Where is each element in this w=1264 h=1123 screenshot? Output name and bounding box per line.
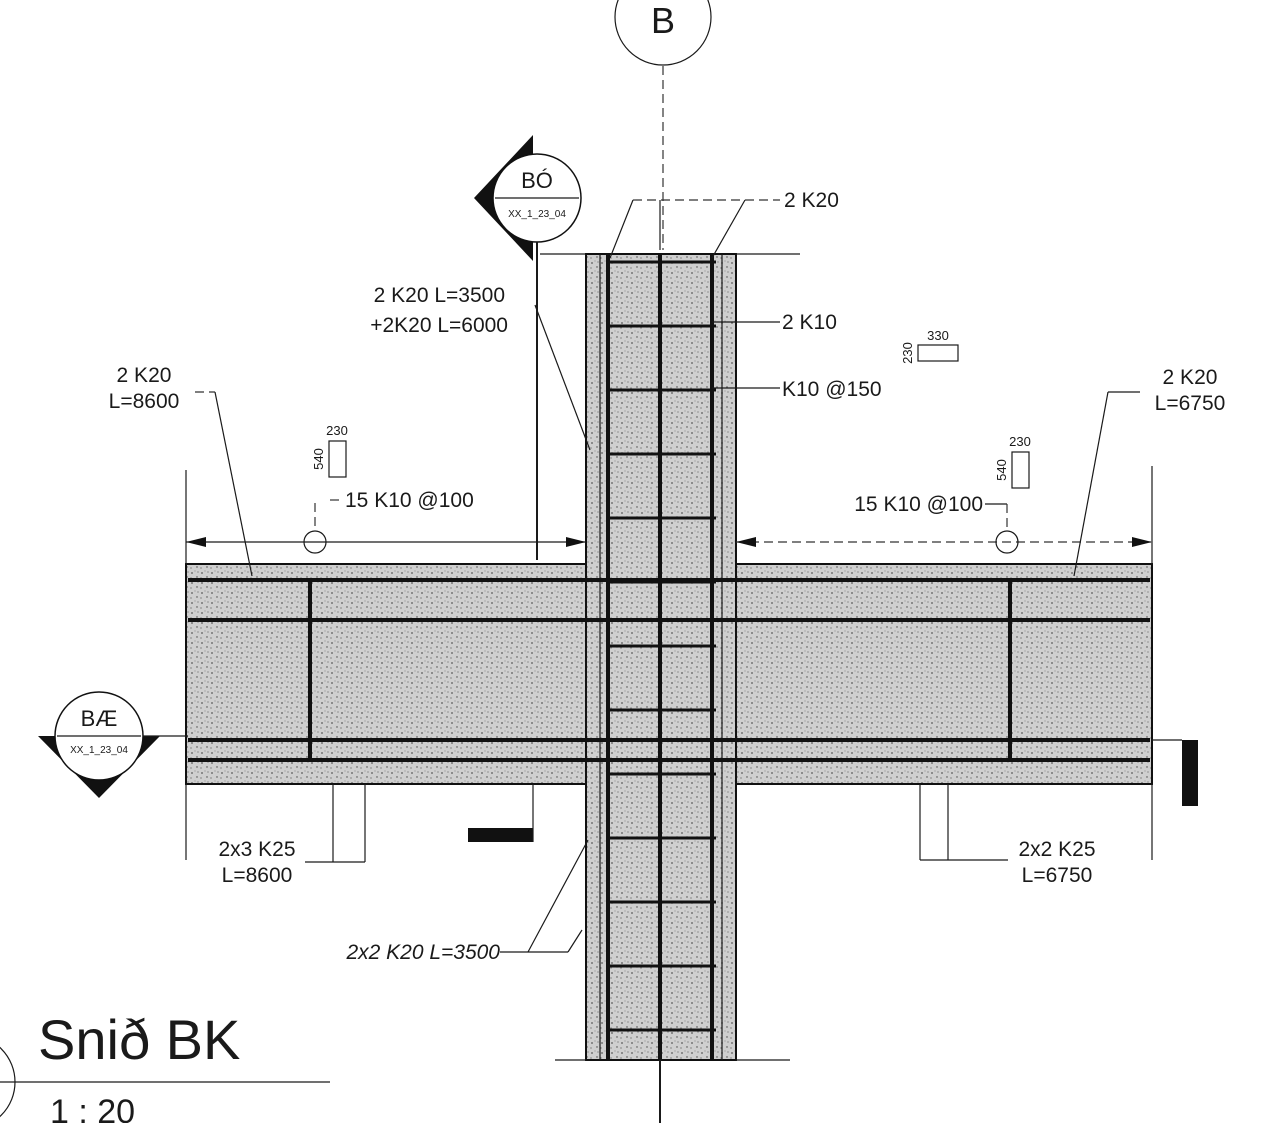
break-mark-right xyxy=(1182,740,1198,806)
concrete-section xyxy=(185,253,1153,1123)
label-right-top-a: 2 K20 xyxy=(1163,366,1218,389)
beam-reinforcement xyxy=(188,578,1150,762)
stirrup-left-w: 230 xyxy=(326,423,348,438)
label-right-bot-b: L=6750 xyxy=(1022,864,1093,887)
title-block: Snið BK 1 : 20 xyxy=(0,1008,330,1123)
label-left-stirrups: 15 K10 @100 xyxy=(345,489,474,512)
section-marker-left-ref: XX_1_23_04 xyxy=(70,745,128,756)
grid-marker-b: B xyxy=(614,0,712,250)
label-col-k10: 2 K10 xyxy=(782,311,837,334)
section-marker-top-ref: XX_1_23_04 xyxy=(508,209,566,220)
label-col-bars-b: +2K20 L=6000 xyxy=(370,314,508,337)
section-marker-top: BÓ XX_1_23_04 xyxy=(474,135,582,560)
label-col-bottom-bars: 2x2 K20 L=3500 xyxy=(345,941,500,964)
section-marker-left: BÆ XX_1_23_04 xyxy=(38,691,188,798)
label-left-top-b: L=8600 xyxy=(109,390,180,413)
section-marker-top-label: BÓ xyxy=(521,168,553,193)
stirrup-shape-right: 230 540 xyxy=(994,434,1031,489)
break-mark-left xyxy=(468,828,533,842)
section-marker-left-label: BÆ xyxy=(81,706,118,731)
label-left-bot-a: 2x3 K25 xyxy=(218,838,295,861)
label-col-top-bars: 2 K20 xyxy=(784,189,839,212)
stirrup-column-w: 330 xyxy=(927,328,949,343)
label-left-top-a: 2 K20 xyxy=(117,364,172,387)
stirrup-shape-column: 330 230 xyxy=(900,328,959,364)
drawing-title: Snið BK xyxy=(38,1008,240,1071)
column-reinforcement xyxy=(606,254,716,1060)
dimension-lines xyxy=(185,466,1198,860)
stirrup-right-w: 230 xyxy=(1009,434,1031,449)
label-right-bot-a: 2x2 K25 xyxy=(1018,838,1095,861)
label-col-stirrups: K10 @150 xyxy=(782,378,882,401)
grid-marker-label: B xyxy=(651,0,675,41)
stirrup-shape-left: 230 540 xyxy=(311,423,348,478)
drawing-scale: 1 : 20 xyxy=(50,1093,135,1123)
stirrup-column-h: 230 xyxy=(900,342,915,364)
leader-lines xyxy=(195,199,1140,953)
rebar-labels: 2 K20 2 K20 L=3500 +2K20 L=6000 2 K10 K1… xyxy=(109,189,1226,964)
stirrup-left-h: 540 xyxy=(311,448,326,470)
label-right-top-b: L=6750 xyxy=(1155,392,1226,415)
stirrup-right-h: 540 xyxy=(994,459,1009,481)
label-right-stirrups: 15 K10 @100 xyxy=(854,493,983,516)
label-col-bars-a: 2 K20 L=3500 xyxy=(374,284,505,307)
label-left-bot-b: L=8600 xyxy=(222,864,293,887)
